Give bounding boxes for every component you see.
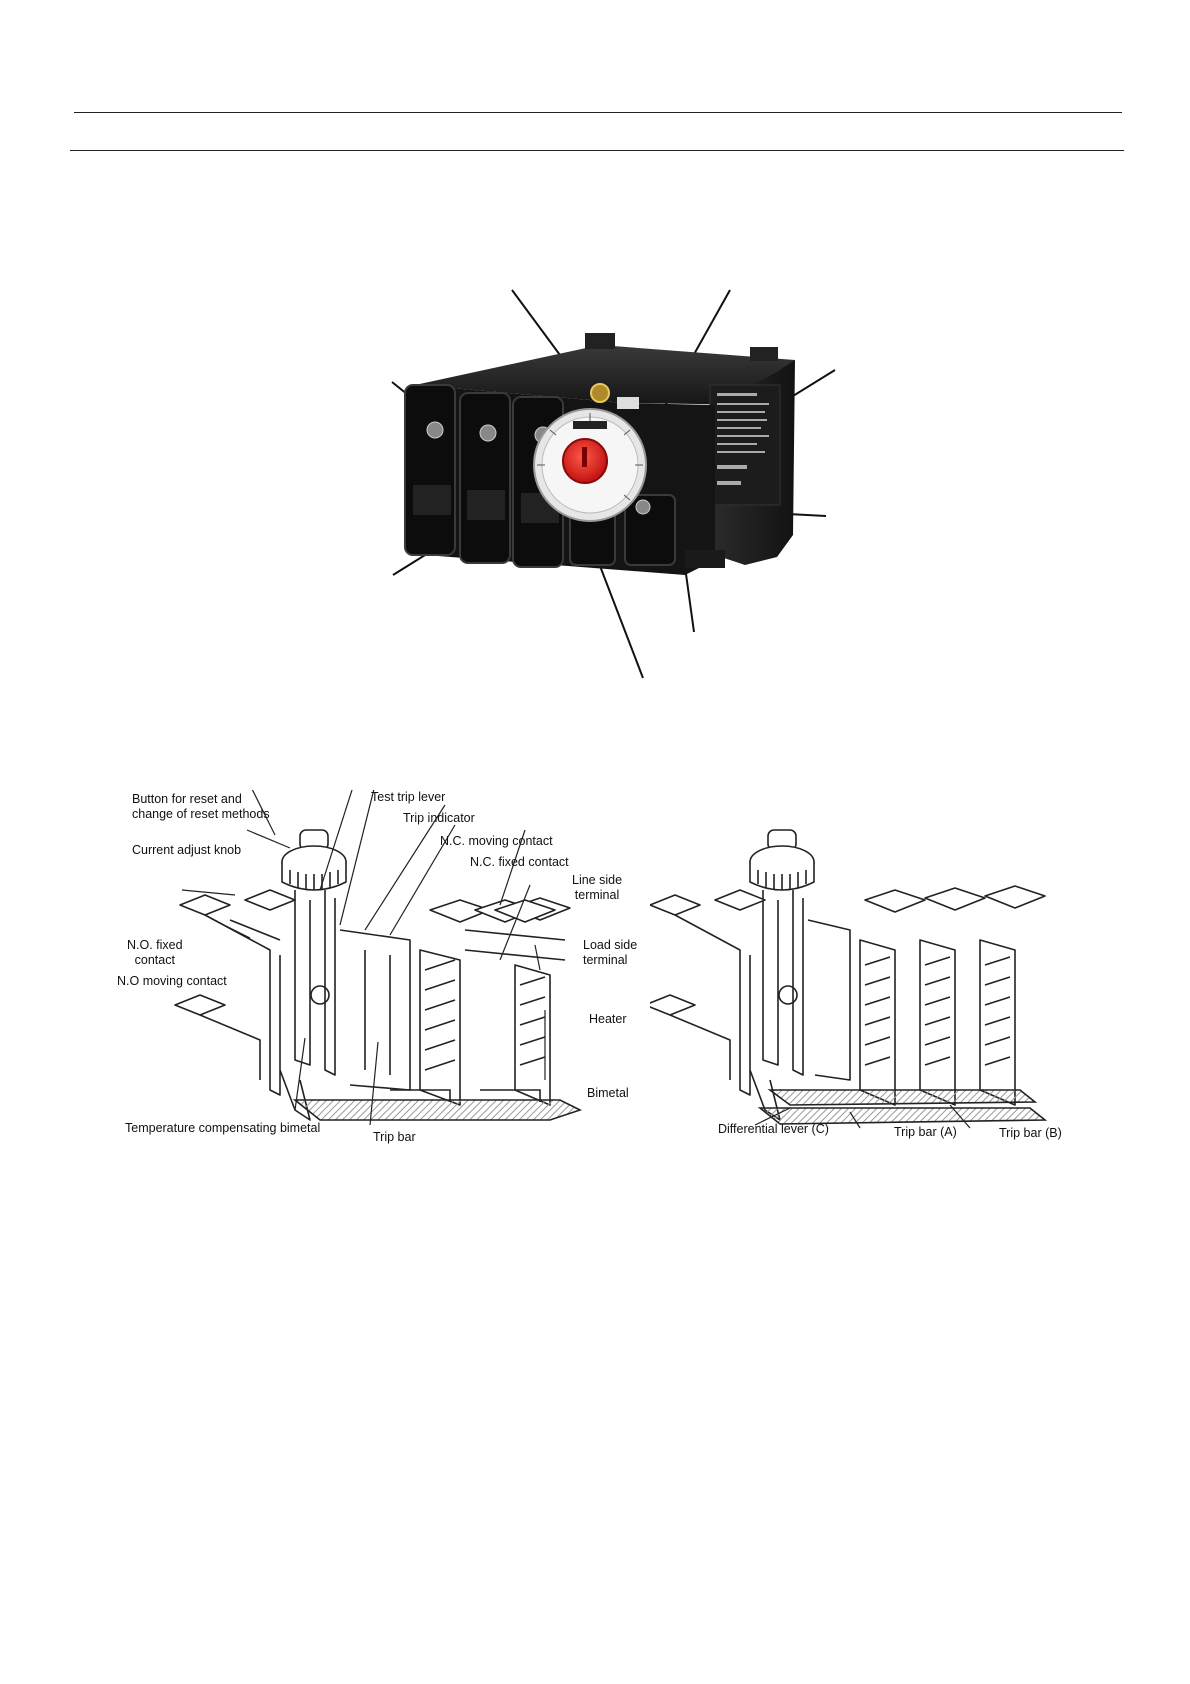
label-current-adjust-knob: Current adjust knob	[132, 843, 242, 857]
label-no-moving-contact: N.O moving contact	[117, 974, 227, 988]
label-nc-fixed-contact: N.C. fixed contact	[470, 855, 569, 869]
thermal-overload-relay-photo	[404, 333, 795, 575]
label-reset-button: Button for reset and change of reset met…	[132, 792, 270, 821]
label-load-side-terminal: Load side terminal	[583, 938, 638, 967]
label-no-fixed-contact: N.O. fixed contact	[127, 938, 183, 967]
internal-structure-diagram-left	[174, 790, 583, 1126]
label-temperature-compensating-bimetal: Temperature compensating bimetal	[125, 1121, 321, 1135]
label-differential-lever-c: Differential lever (C)	[718, 1122, 829, 1136]
label-trip-indicator: Trip indicator	[403, 811, 475, 825]
label-nc-moving-contact: N.C. moving contact	[440, 834, 553, 848]
label-bimetal: Bimetal	[587, 1086, 629, 1100]
label-test-trip-lever: Test trip lever	[371, 790, 446, 804]
label-line-side-terminal: Line side terminal	[572, 873, 623, 902]
internal-structure-diagram-right	[650, 829, 1048, 1129]
label-trip-bar-b: Trip bar (B)	[999, 1126, 1062, 1140]
label-trip-bar: Trip bar	[373, 1130, 416, 1144]
header-rule-top	[74, 112, 1122, 113]
label-heater: Heater	[589, 1012, 627, 1026]
header-rule-bottom	[70, 150, 1124, 151]
label-trip-bar-a: Trip bar (A)	[894, 1125, 957, 1139]
